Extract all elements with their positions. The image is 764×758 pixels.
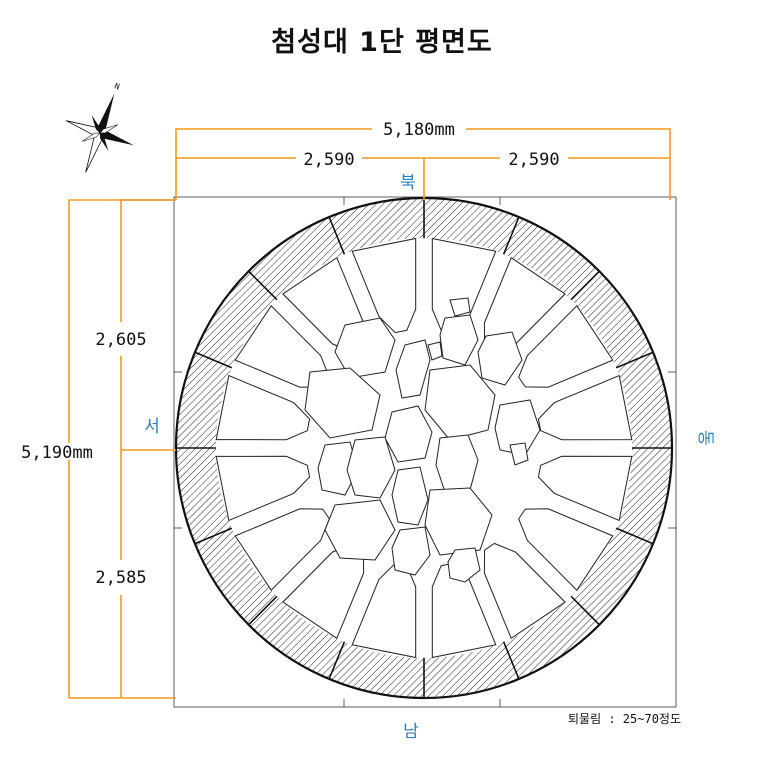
radial-stone xyxy=(215,374,311,441)
radial-stone xyxy=(234,508,330,591)
radial-stone xyxy=(537,455,633,522)
ring-joint xyxy=(194,527,233,545)
radial-stone xyxy=(537,374,633,441)
note-text: 퇴물림 : 25~70정도 xyxy=(568,712,681,726)
ring-joint xyxy=(194,351,233,369)
radial-stone xyxy=(483,542,566,640)
ring-joint xyxy=(570,595,600,626)
dim-total-width: 5,180mm xyxy=(383,120,455,140)
dim-lower-height: 2,585 xyxy=(95,568,146,588)
direction-west: 서 xyxy=(144,417,160,437)
ring-joint xyxy=(615,527,654,545)
radial-stone xyxy=(215,455,311,522)
dim-upper-height: 2,605 xyxy=(95,330,146,350)
ring-joint xyxy=(328,641,346,680)
ring-joint xyxy=(570,270,600,301)
drawing-title: 첨성대 1단 평면도 xyxy=(271,27,493,58)
dim-half-left: 2,590 xyxy=(303,150,354,170)
direction-east: 동 xyxy=(695,430,715,446)
ring-joint xyxy=(615,351,654,369)
radial-stones xyxy=(176,198,672,698)
dim-total-height: 5,190mm xyxy=(21,443,93,463)
ring-joint xyxy=(248,270,278,301)
radial-stone xyxy=(431,562,497,659)
ring-joint xyxy=(502,216,520,255)
radial-stone xyxy=(351,237,417,334)
radial-stone xyxy=(518,305,614,388)
dim-half-right: 2,590 xyxy=(508,150,559,170)
ring-joint xyxy=(328,216,346,255)
inner-stones xyxy=(304,297,541,583)
radial-stone xyxy=(518,508,614,591)
compass-north-label: N xyxy=(113,81,121,91)
dimension-lines xyxy=(68,128,671,699)
direction-north: 북 xyxy=(400,173,416,193)
ring-joint xyxy=(248,595,278,626)
ring-joint xyxy=(502,641,520,680)
direction-south: 남 xyxy=(403,722,419,742)
compass-rose-icon: N xyxy=(65,81,134,173)
